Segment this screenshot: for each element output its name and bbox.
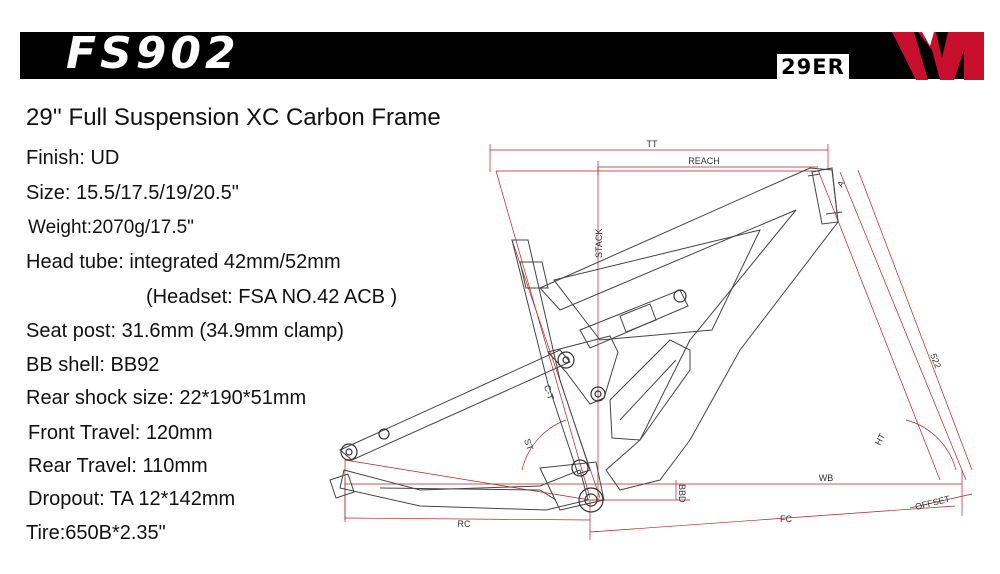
label-ht: HT — [873, 431, 888, 447]
label-a: A — [835, 179, 847, 189]
spec-rear-shock: Rear shock size: 22*190*51mm — [26, 387, 307, 409]
model-title: FS902 — [66, 28, 240, 79]
spec-tire: Tire:650B*2.35" — [26, 522, 166, 544]
dimension-labels: TT REACH STACK 522 C-T ST HT WB RC FC BB… — [458, 139, 952, 529]
label-bbd: BBD — [677, 484, 687, 503]
spec-head-tube: Head tube: integrated 42mm/52mm — [26, 251, 341, 273]
frame-outline — [329, 167, 843, 511]
spec-bb-shell: BB shell: BB92 — [26, 354, 160, 376]
spec-front-travel: Front Travel: 120mm — [28, 422, 213, 444]
spec-headset: (Headset: FSA NO.42 ACB ) — [146, 286, 398, 308]
spec-weight: Weight:2070g/17.5" — [28, 217, 194, 238]
spec-size: Size: 15.5/17.5/19/20.5" — [26, 182, 239, 204]
label-wb: WB — [819, 473, 834, 483]
wheel-size-label: 29ER — [777, 54, 849, 80]
pivot-points — [340, 289, 687, 513]
label-fork-length: 522 — [928, 352, 943, 370]
label-reach: REACH — [688, 156, 720, 166]
label-tt: TT — [647, 139, 658, 149]
label-stack: STACK — [594, 229, 604, 258]
label-offset: OFFSET — [914, 494, 951, 512]
frame-subtitle: 29'' Full Suspension XC Carbon Frame — [26, 104, 441, 131]
brand-logo-icon — [892, 32, 984, 80]
spec-rear-travel: Rear Travel: 110mm — [28, 455, 208, 477]
label-fc: FC — [780, 514, 792, 524]
spec-finish: Finish: UD — [26, 147, 120, 169]
dimension-lines — [344, 144, 973, 540]
spec-dropout: Dropout: TA 12*142mm — [28, 488, 236, 510]
label-st: ST — [522, 438, 535, 453]
label-rc: RC — [458, 519, 471, 529]
label-ct: C-T — [542, 384, 556, 402]
spec-seat-post: Seat post: 31.6mm (34.9mm clamp) — [26, 320, 344, 342]
